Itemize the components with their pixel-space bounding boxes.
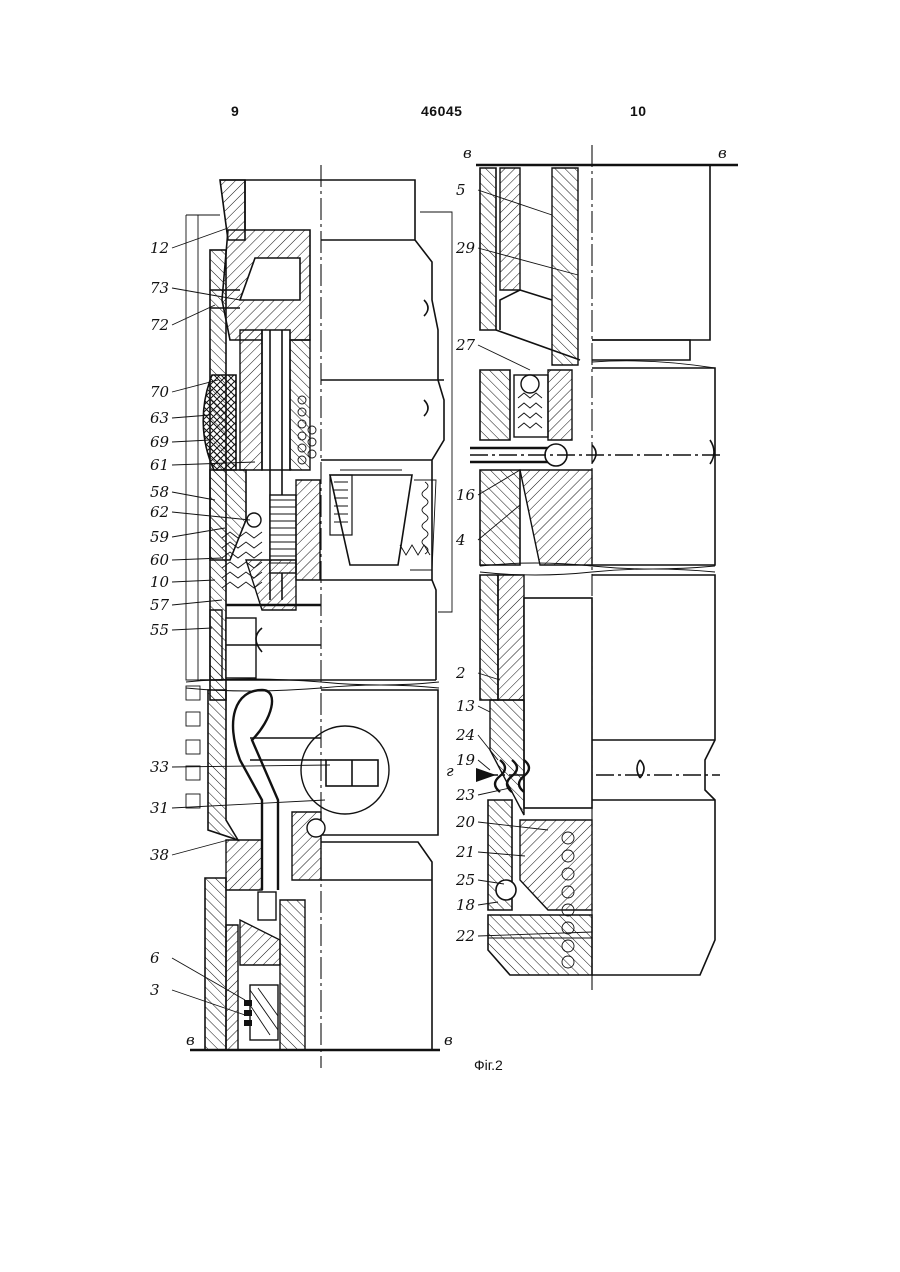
part-label-right-19: 19 [456,751,476,769]
part-label-leader-10 [172,580,215,582]
part-label-59: 59 [150,528,170,546]
arrow-marker [476,768,496,782]
part-label-69: 69 [150,433,170,451]
part-label-10: 10 [150,573,170,591]
part-label-leader-55 [172,628,212,630]
part-label-right-leader-23 [478,788,510,795]
part-label-70: 70 [150,383,170,401]
part-label-57: 57 [150,596,170,614]
part-label-leader-58 [172,492,215,500]
part-label-62: 62 [150,503,169,521]
part-label-38: 38 [150,846,169,864]
part-label-leader-12 [172,228,228,248]
section-mark-bottom-left: в [186,1031,195,1049]
part-label-right-leader-19 [478,760,490,770]
part-label-right-22: 22 [455,927,475,945]
part-label-right-29: 29 [455,239,476,257]
part-label-right-leader-27 [478,345,530,370]
part-label-right-24: 24 [455,726,475,744]
part-label-73: 73 [150,279,169,297]
part-label-33: 33 [150,758,169,776]
part-label-58: 58 [150,483,169,501]
part-label-right-4: 4 [455,531,466,549]
right-assembly [470,145,738,990]
part-label-leader-72 [172,305,215,325]
part-label-31: 31 [150,799,169,817]
part-label-right-23: 23 [455,786,475,804]
part-label-63: 63 [150,409,169,427]
part-label-3: 3 [150,981,160,999]
arrow-label: г [446,762,454,780]
part-label-right-20: 20 [455,813,476,831]
part-label-55: 55 [150,621,169,639]
section-mark-top-right: в [718,144,727,162]
part-label-right-5: 5 [456,181,466,199]
part-label-60: 60 [150,551,170,569]
part-label-right-2: 2 [455,664,466,682]
part-label-6: 6 [150,949,160,967]
part-label-right-16: 16 [456,486,476,504]
part-label-leader-31 [172,800,325,808]
part-label-72: 72 [150,316,169,334]
part-label-leader-38 [172,840,228,855]
section-mark-bottom-right: в [444,1031,453,1049]
section-mark-top-left: в [463,144,472,162]
part-label-right-27: 27 [455,336,476,354]
part-label-right-21: 21 [455,843,475,861]
part-label-right-25: 25 [455,871,475,889]
part-label-12: 12 [150,239,169,257]
part-label-right-leader-13 [478,706,490,712]
part-label-61: 61 [150,456,169,474]
part-label-right-18: 18 [456,896,475,914]
figure-caption: Фіг.2 [474,1057,503,1073]
part-label-right-13: 13 [456,697,475,715]
left-assembly [186,165,452,1068]
